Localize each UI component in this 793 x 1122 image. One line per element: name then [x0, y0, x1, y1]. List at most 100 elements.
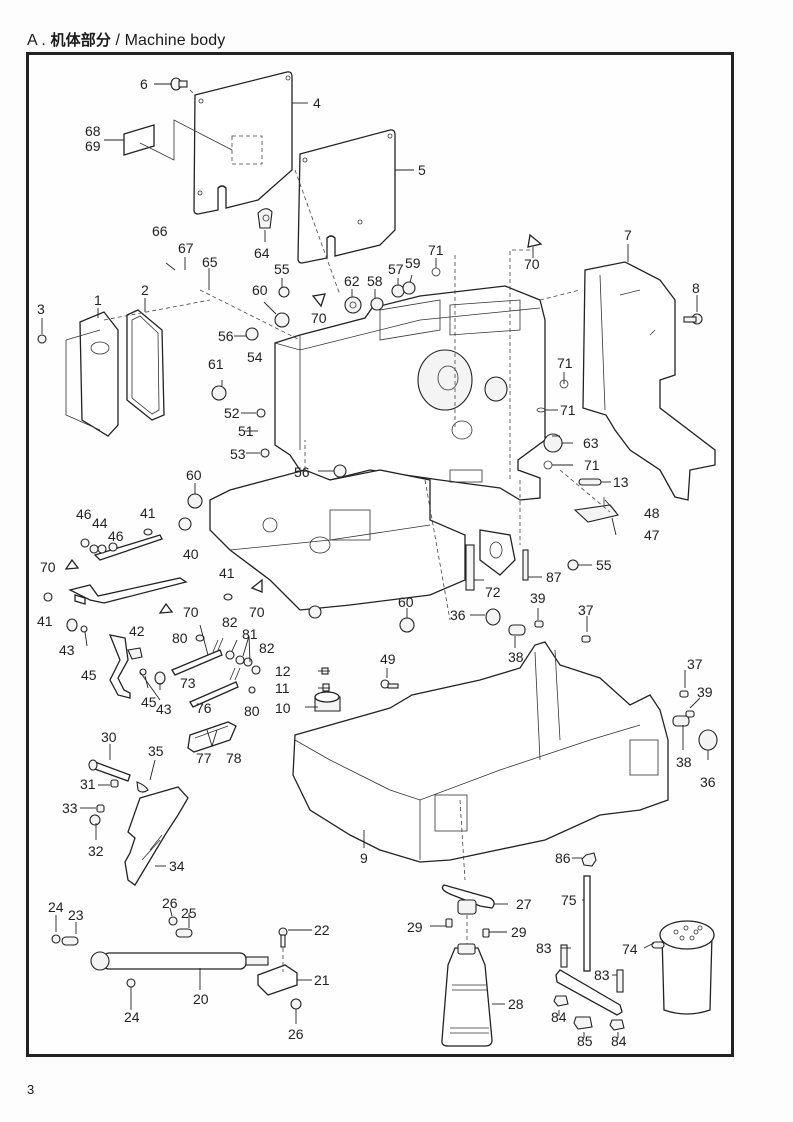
- callout-60[interactable]: 60: [252, 282, 268, 298]
- callout-23[interactable]: 23: [68, 907, 84, 923]
- callout-27[interactable]: 27: [516, 896, 532, 912]
- callout-9[interactable]: 9: [360, 850, 368, 866]
- callout-85[interactable]: 85: [577, 1033, 593, 1049]
- callout-61[interactable]: 61: [208, 356, 224, 372]
- callout-4[interactable]: 4: [313, 95, 321, 111]
- callout-51[interactable]: 51: [238, 423, 254, 439]
- callout-70[interactable]: 70: [311, 310, 327, 326]
- callout-76[interactable]: 76: [196, 700, 212, 716]
- callout-2[interactable]: 2: [141, 282, 149, 298]
- callout-73[interactable]: 73: [180, 675, 196, 691]
- callout-33[interactable]: 33: [62, 800, 78, 816]
- callout-70[interactable]: 70: [524, 256, 540, 272]
- callout-46[interactable]: 46: [76, 506, 92, 522]
- callout-71[interactable]: 71: [560, 402, 576, 418]
- callout-54[interactable]: 54: [247, 349, 263, 365]
- callout-41[interactable]: 41: [140, 505, 156, 521]
- callout-60[interactable]: 60: [398, 594, 414, 610]
- callout-72[interactable]: 72: [485, 584, 501, 600]
- callout-57[interactable]: 57: [388, 261, 404, 277]
- callout-39[interactable]: 39: [530, 590, 546, 606]
- callout-29[interactable]: 29: [407, 919, 423, 935]
- callout-71[interactable]: 71: [584, 457, 600, 473]
- callout-13[interactable]: 13: [613, 474, 629, 490]
- callout-12[interactable]: 12: [275, 663, 291, 679]
- callout-6[interactable]: 6: [140, 76, 148, 92]
- callout-37[interactable]: 37: [687, 656, 703, 672]
- callout-65[interactable]: 65: [202, 254, 218, 270]
- callout-41[interactable]: 41: [219, 565, 235, 581]
- callout-46[interactable]: 46: [108, 528, 124, 544]
- callout-66[interactable]: 66: [152, 223, 168, 239]
- callout-80[interactable]: 80: [244, 703, 260, 719]
- callout-24[interactable]: 24: [124, 1009, 140, 1025]
- callout-70[interactable]: 70: [40, 559, 56, 575]
- callout-45[interactable]: 45: [141, 694, 157, 710]
- callout-1[interactable]: 1: [94, 292, 102, 308]
- callout-56[interactable]: 56: [294, 464, 310, 480]
- callout-37[interactable]: 37: [578, 602, 594, 618]
- callout-80[interactable]: 80: [172, 630, 188, 646]
- callout-49[interactable]: 49: [380, 651, 396, 667]
- callout-87[interactable]: 87: [546, 569, 562, 585]
- callout-68[interactable]: 68: [85, 123, 101, 139]
- callout-60[interactable]: 60: [186, 467, 202, 483]
- callout-22[interactable]: 22: [314, 922, 330, 938]
- callout-82[interactable]: 82: [259, 640, 275, 656]
- callout-32[interactable]: 32: [88, 843, 104, 859]
- callout-69[interactable]: 69: [85, 138, 101, 154]
- callout-71[interactable]: 71: [557, 355, 573, 371]
- callout-20[interactable]: 20: [193, 991, 209, 1007]
- callout-10[interactable]: 10: [275, 700, 291, 716]
- callout-81[interactable]: 81: [242, 626, 258, 642]
- callout-35[interactable]: 35: [148, 743, 164, 759]
- callout-3[interactable]: 3: [37, 301, 45, 317]
- callout-26[interactable]: 26: [288, 1026, 304, 1042]
- callout-77[interactable]: 77: [196, 750, 212, 766]
- callout-70[interactable]: 70: [183, 604, 199, 620]
- callout-47[interactable]: 47: [644, 527, 660, 543]
- callout-48[interactable]: 48: [644, 505, 660, 521]
- callout-78[interactable]: 78: [226, 750, 242, 766]
- callout-75[interactable]: 75: [561, 892, 577, 908]
- callout-7[interactable]: 7: [624, 227, 632, 243]
- callout-26[interactable]: 26: [162, 895, 178, 911]
- callout-64[interactable]: 64: [254, 245, 270, 261]
- callout-83[interactable]: 83: [536, 940, 552, 956]
- callout-56[interactable]: 56: [218, 328, 234, 344]
- callout-84[interactable]: 84: [611, 1033, 627, 1049]
- callout-82[interactable]: 82: [222, 614, 238, 630]
- callout-44[interactable]: 44: [92, 515, 108, 531]
- callout-52[interactable]: 52: [224, 405, 240, 421]
- callout-55[interactable]: 55: [274, 261, 290, 277]
- callout-38[interactable]: 38: [508, 649, 524, 665]
- callout-11[interactable]: 11: [275, 680, 290, 696]
- callout-36[interactable]: 36: [700, 774, 716, 790]
- callout-39[interactable]: 39: [697, 684, 713, 700]
- callout-70[interactable]: 70: [249, 604, 265, 620]
- callout-34[interactable]: 34: [169, 858, 185, 874]
- callout-29[interactable]: 29: [511, 924, 527, 940]
- callout-63[interactable]: 63: [583, 435, 599, 451]
- callout-38[interactable]: 38: [676, 754, 692, 770]
- callout-25[interactable]: 25: [181, 905, 197, 921]
- callout-28[interactable]: 28: [508, 996, 524, 1012]
- callout-30[interactable]: 30: [101, 729, 117, 745]
- callout-71[interactable]: 71: [428, 242, 444, 258]
- callout-86[interactable]: 86: [555, 850, 571, 866]
- callout-41[interactable]: 41: [37, 613, 53, 629]
- callout-36[interactable]: 36: [450, 607, 466, 623]
- callout-24[interactable]: 24: [48, 899, 64, 915]
- callout-42[interactable]: 42: [129, 623, 145, 639]
- callout-43[interactable]: 43: [156, 701, 172, 717]
- callout-83[interactable]: 83: [594, 967, 610, 983]
- callout-58[interactable]: 58: [367, 273, 383, 289]
- callout-53[interactable]: 53: [230, 446, 246, 462]
- callout-59[interactable]: 59: [405, 255, 421, 271]
- callout-55[interactable]: 55: [596, 557, 612, 573]
- callout-45[interactable]: 45: [81, 667, 97, 683]
- callout-5[interactable]: 5: [418, 162, 426, 178]
- callout-84[interactable]: 84: [551, 1009, 567, 1025]
- callout-31[interactable]: 31: [80, 776, 96, 792]
- callout-74[interactable]: 74: [622, 941, 638, 957]
